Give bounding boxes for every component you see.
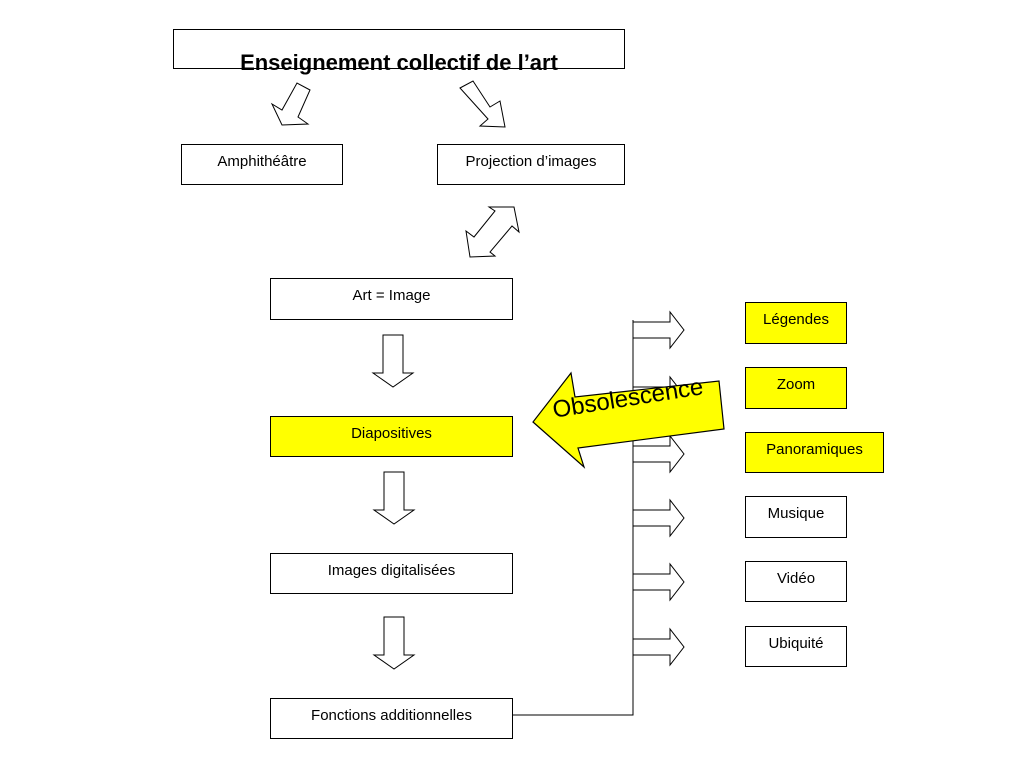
feature-panoramiques: Panoramiques xyxy=(745,432,884,473)
box-projection-images: Projection d’images xyxy=(437,144,625,185)
double-arrow-projection-art xyxy=(465,206,520,258)
arrow-to-ubiquite xyxy=(632,627,685,667)
arrow-digital-to-fonctions xyxy=(372,616,416,670)
box-fonctions-additionnelles: Fonctions additionnelles xyxy=(270,698,513,739)
feature-legendes: Légendes xyxy=(745,302,847,344)
arrow-to-video xyxy=(632,562,685,602)
feature-video: Vidéo xyxy=(745,561,847,602)
box-art-image: Art = Image xyxy=(270,278,513,320)
box-diapositives: Diapositives xyxy=(270,416,513,457)
feature-zoom: Zoom xyxy=(745,367,847,409)
obsolescence-arrow xyxy=(532,371,725,469)
feature-musique: Musique xyxy=(745,496,847,538)
arrow-art-to-diapositives xyxy=(371,334,415,388)
feature-ubiquite: Ubiquité xyxy=(745,626,847,667)
box-amphitheatre: Amphithéâtre xyxy=(181,144,343,185)
arrow-to-projection xyxy=(459,80,506,128)
arrow-to-legendes xyxy=(632,310,685,350)
diagram-title: Enseignement collectif de l’art xyxy=(240,50,558,75)
arrow-to-amphitheatre xyxy=(270,82,311,126)
box-images-digitalisees: Images digitalisées xyxy=(270,553,513,594)
arrow-to-musique xyxy=(632,498,685,538)
title-box xyxy=(173,29,625,69)
arrow-to-panoramiques xyxy=(632,434,685,474)
arrow-diapositives-to-digital xyxy=(372,471,416,525)
connector-line xyxy=(513,320,634,716)
